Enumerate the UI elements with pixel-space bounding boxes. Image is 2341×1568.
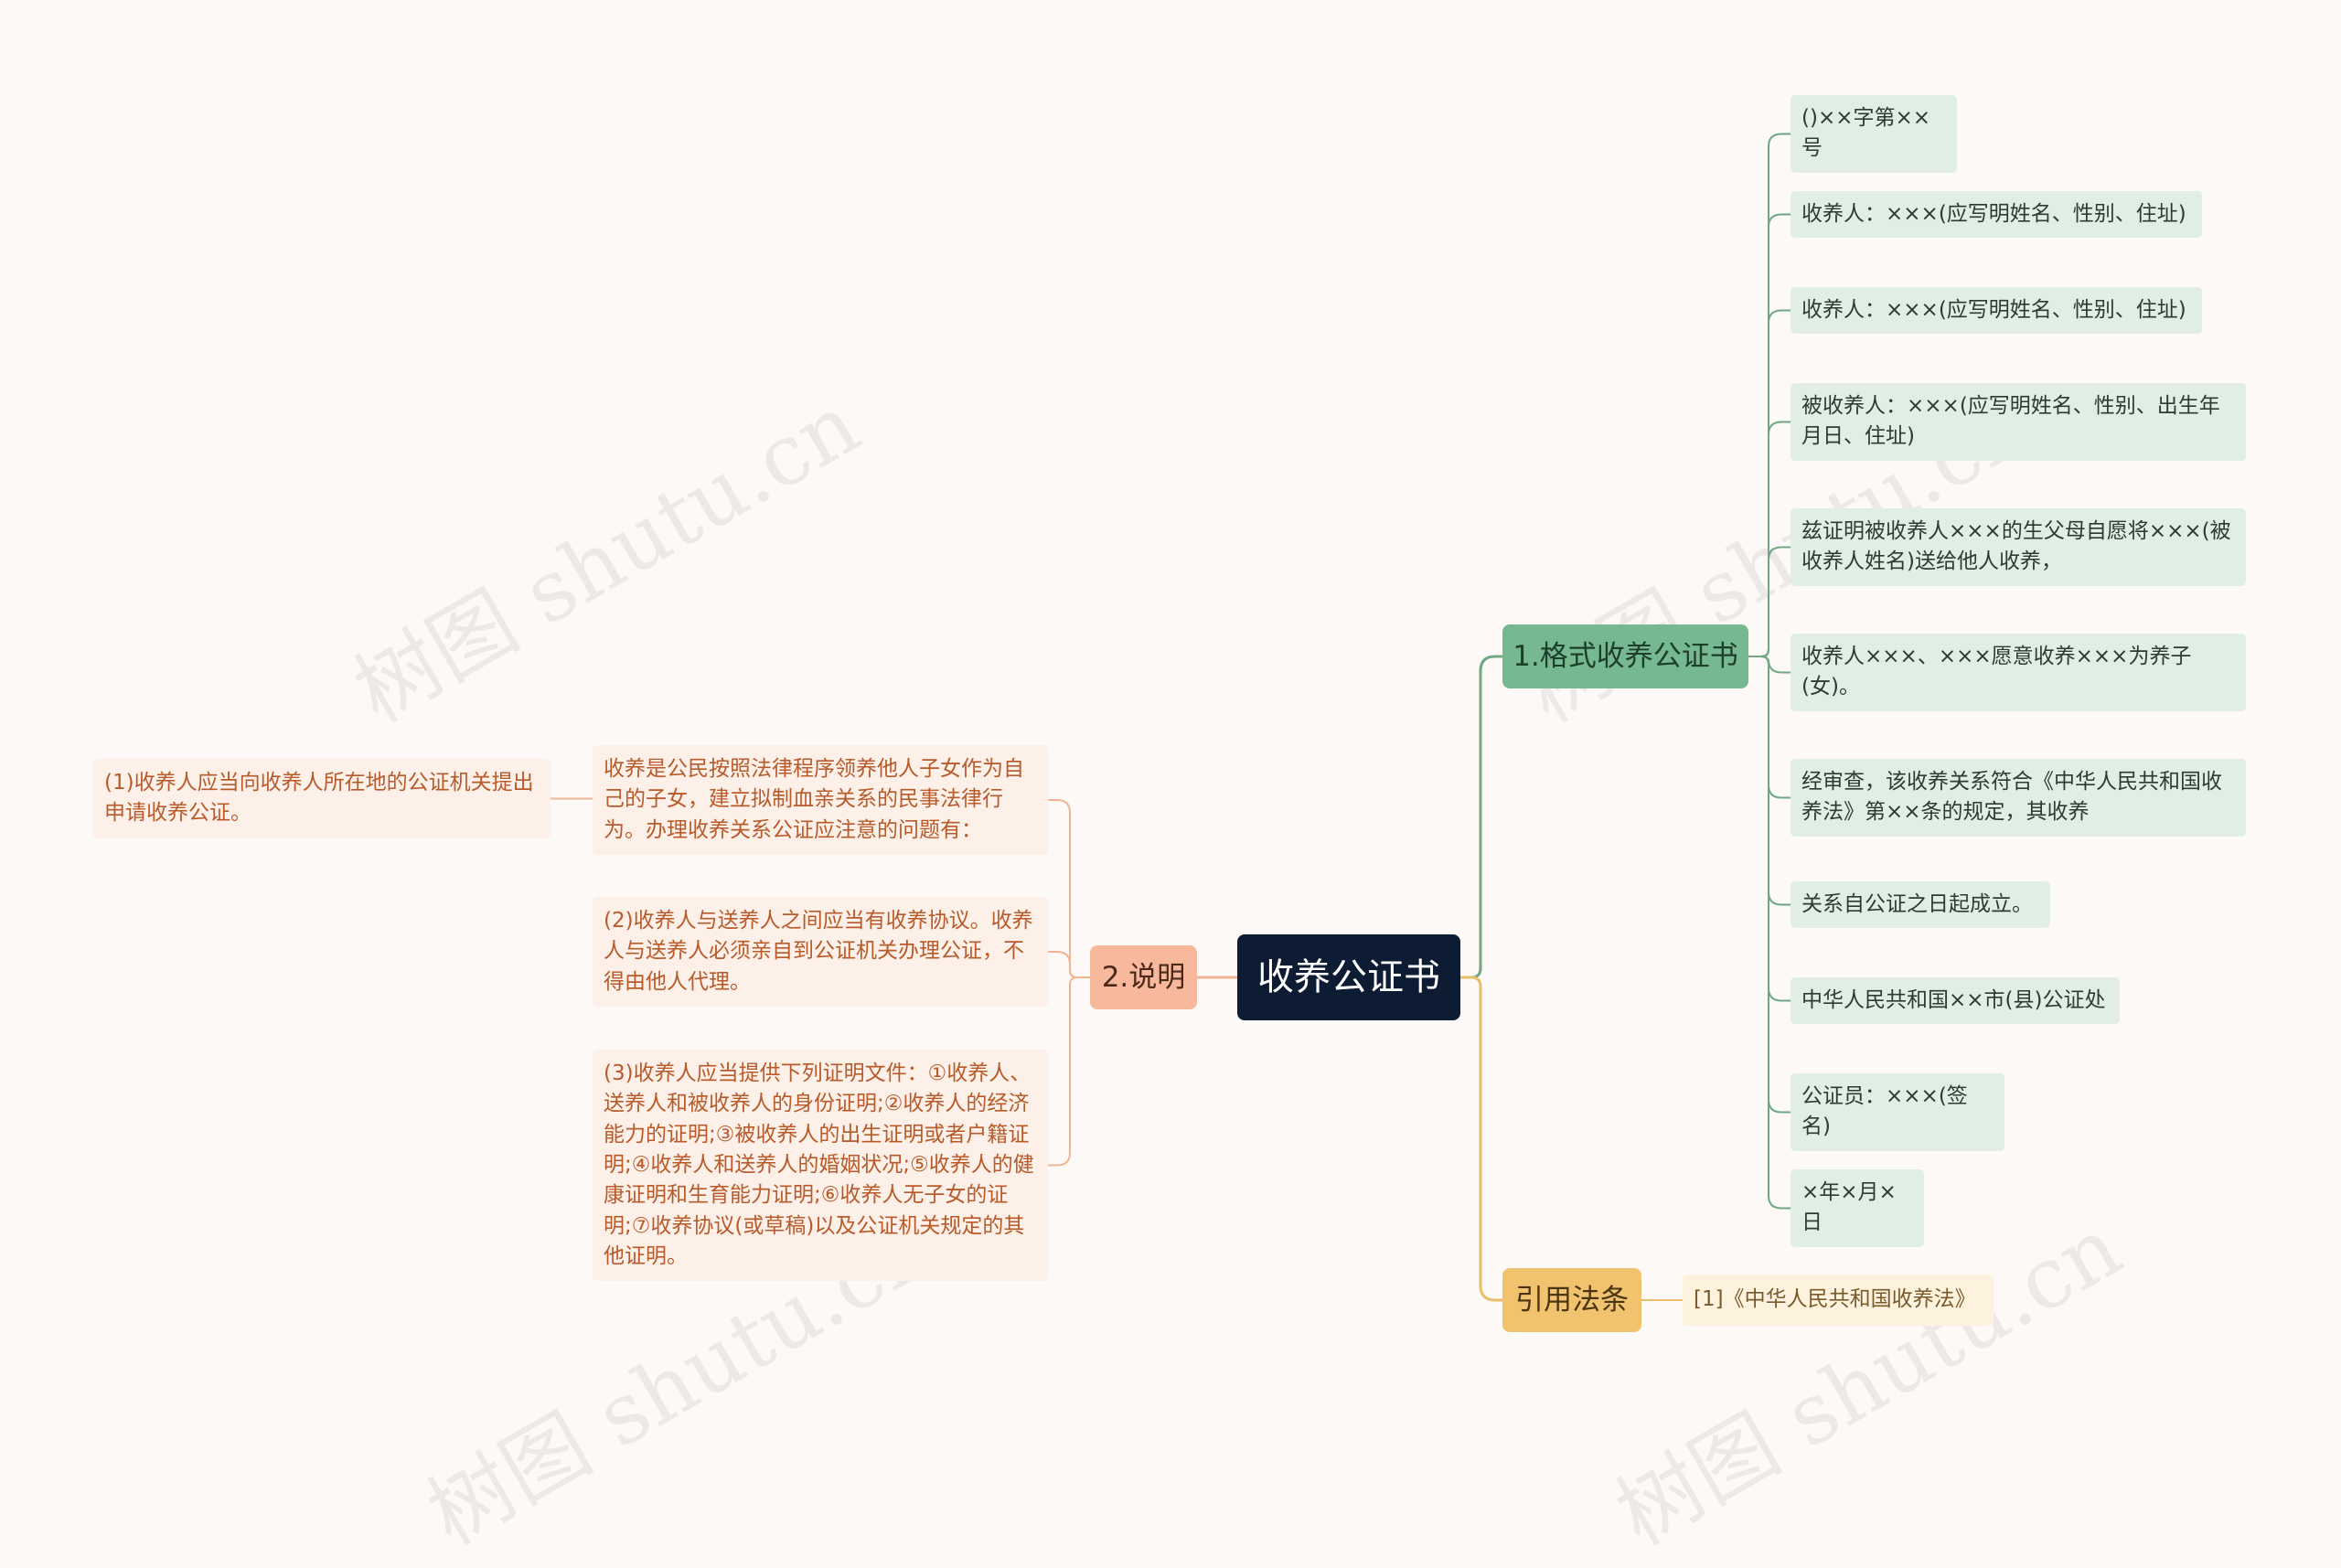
format-item[interactable]: ×年×月×日 <box>1790 1169 1924 1247</box>
format-item[interactable]: 收养人：×××(应写明姓名、性别、住址) <box>1790 191 2202 239</box>
connector-line <box>1047 976 1091 1167</box>
format-item[interactable]: 兹证明被收养人×××的生父母自愿将×××(被收养人姓名)送给他人收养， <box>1790 508 2246 586</box>
connector-line <box>1459 655 1504 979</box>
format-item[interactable]: 被收养人：×××(应写明姓名、性别、出生年月日、住址) <box>1790 383 2246 461</box>
note-item[interactable]: 收养是公民按照法律程序领养他人子女作为自己的子女，建立拟制血亲关系的民事法律行为… <box>593 745 1048 856</box>
connector-line <box>1459 976 1504 1302</box>
format-item[interactable]: 关系自公证之日起成立。 <box>1790 881 2050 929</box>
branch-law[interactable]: 引用法条 <box>1502 1268 1641 1332</box>
connector-line <box>1748 546 1791 657</box>
branch-note[interactable]: 2.说明 <box>1090 945 1197 1009</box>
connector-line <box>1047 799 1091 978</box>
mindmap-canvas: 树图 shutu.cn 树图 shutu.cn 树图 shutu.cn 树图 s… <box>93 95 2246 1564</box>
connector-line <box>1748 656 1791 1210</box>
format-item[interactable]: 收养人×××、×××愿意收养×××为养子(女)。 <box>1790 634 2246 711</box>
format-item[interactable]: ()××字第××号 <box>1790 95 1957 173</box>
note-item[interactable]: (2)收养人与送养人之间应当有收养协议。收养人与送养人必须亲自到公证机关办理公证… <box>593 897 1048 1008</box>
format-item[interactable]: 公证员：×××(签名) <box>1790 1073 2004 1151</box>
format-item[interactable]: 收养人：×××(应写明姓名、性别、住址) <box>1790 287 2202 335</box>
law-item[interactable]: [1]《中华人民共和国收养法》 <box>1683 1275 1994 1326</box>
note-item[interactable]: (3)收养人应当提供下列证明文件：①收养人、送养人和被收养人的身份证明;②收养人… <box>593 1050 1048 1282</box>
format-item[interactable]: 经审查，该收养关系符合《中华人民共和国收养法》第××条的规定，其收养 <box>1790 759 2246 837</box>
format-item[interactable]: 中华人民共和国××市(县)公证处 <box>1790 977 2120 1025</box>
root-node[interactable]: 收养公证书 <box>1237 934 1460 1020</box>
connector-lines <box>550 133 1791 1302</box>
branch-format[interactable]: 1.格式收养公证书 <box>1502 624 1748 688</box>
note-sub-item[interactable]: (1)收养人应当向收养人所在地的公证机关提出申请收养公证。 <box>93 759 551 838</box>
